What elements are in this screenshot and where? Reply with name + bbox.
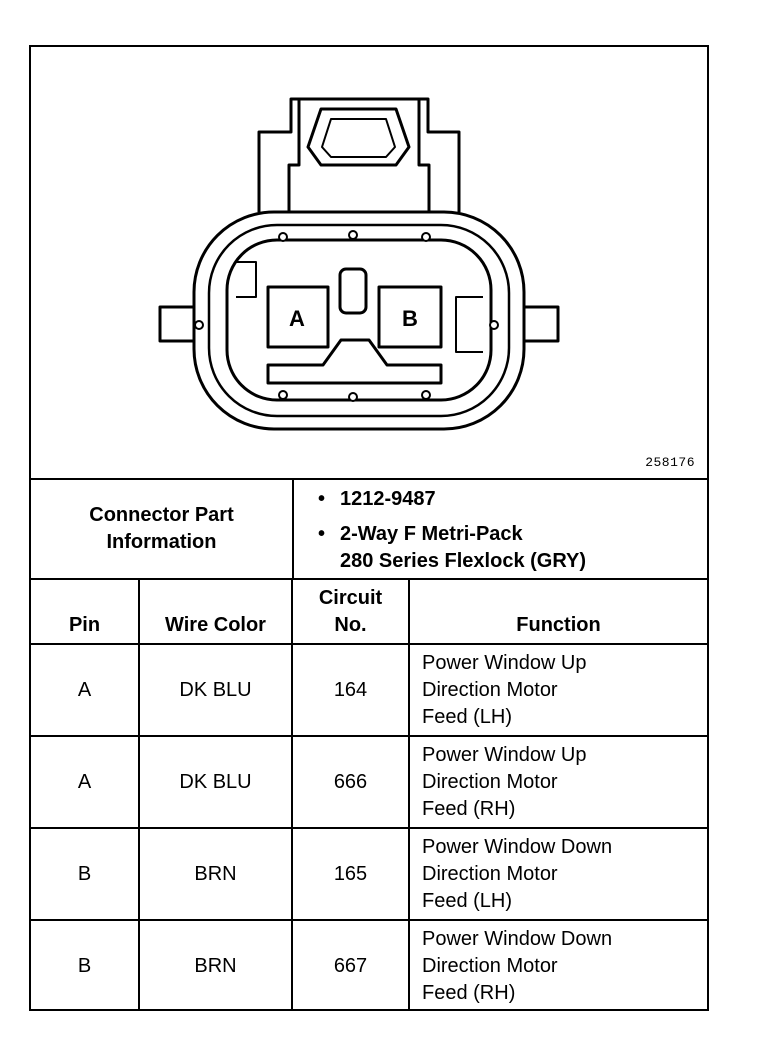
circuit-cell: 667 — [291, 919, 410, 1011]
bullet-icon: • — [318, 523, 326, 545]
function-line: Direction Motor — [422, 862, 558, 885]
part-number: 1212-9487 — [340, 488, 436, 510]
table-row: A DK BLU 666 Power Window Up Direction M… — [31, 735, 707, 829]
latch-right-wall — [417, 99, 431, 212]
circuit-cell: 666 — [291, 735, 410, 829]
function-line: Feed (RH) — [422, 797, 516, 820]
pin-a-label: A — [289, 306, 305, 331]
function-line: Power Window Down — [422, 835, 613, 858]
pin-b-label: B — [402, 306, 418, 331]
circuit-cell: 164 — [291, 643, 410, 737]
latch-tab — [306, 107, 411, 167]
function-line: Direction Motor — [422, 954, 558, 977]
right-guide — [455, 296, 483, 353]
header-function: Function — [408, 580, 707, 645]
function-cell: Power Window Down Direction Motor Feed (… — [408, 827, 707, 921]
wire-color-cell: BRN — [138, 827, 293, 921]
table-row: B BRN 667 Power Window Down Direction Mo… — [31, 919, 707, 1011]
connector-inner-shell — [207, 223, 511, 418]
pin-cell: B — [31, 827, 140, 921]
left-guide — [236, 261, 257, 298]
connector-face-drawing: A B — [158, 97, 560, 431]
pin-cell: B — [31, 919, 140, 1011]
figure-id: 258176 — [645, 455, 695, 470]
header-circuit: Circuit No. — [291, 580, 410, 645]
function-line: Feed (RH) — [422, 981, 516, 1004]
header-circuit-line: No. — [334, 614, 367, 636]
pinout-table: Pin Wire Color Circuit No. Function A DK… — [31, 580, 707, 1011]
function-line: Feed (LH) — [422, 705, 513, 728]
function-cell: Power Window Up Direction Motor Feed (LH… — [408, 643, 707, 737]
pin-cell: A — [31, 735, 140, 829]
bullet-icon: • — [318, 488, 326, 510]
function-line: Feed (LH) — [422, 889, 513, 912]
latch-left-wall — [287, 99, 301, 212]
connector-diagram-panel: A B 258176 — [31, 47, 707, 480]
circuit-cell: 165 — [291, 827, 410, 921]
connector-info-label: Connector Part Information — [31, 480, 294, 578]
function-line: Power Window Up — [422, 743, 587, 766]
function-line: Direction Motor — [422, 678, 558, 701]
function-cell: Power Window Up Direction Motor Feed (RH… — [408, 735, 707, 829]
lower-rib — [266, 338, 443, 385]
cavity-b — [377, 285, 443, 349]
connector-info-row: Connector Part Information • 1212-9487 •… — [31, 480, 707, 580]
connector-cavity-wall — [225, 238, 493, 402]
center-key — [338, 267, 368, 315]
connector-sheet: A B 258176 Connector Part Information • … — [29, 45, 709, 1011]
latch-housing-outline — [257, 97, 461, 212]
connector-series: 280 Series Flexlock (GRY) — [340, 550, 587, 572]
retention-holes — [194, 230, 499, 402]
function-line: Power Window Down — [422, 927, 613, 950]
header-pin: Pin — [31, 580, 140, 645]
connector-outer-shell — [192, 210, 526, 431]
latch-tab-inner — [321, 118, 396, 158]
cavity-a — [266, 285, 330, 349]
header-circuit-line: Circuit — [318, 587, 383, 609]
pin-cell: A — [31, 643, 140, 737]
info-label-line: Connector Part — [89, 504, 234, 526]
right-ear — [522, 305, 560, 343]
table-header-row: Pin Wire Color Circuit No. Function — [31, 580, 707, 645]
wire-color-cell: BRN — [138, 919, 293, 1011]
info-label-line: Information — [106, 531, 217, 553]
wire-color-cell: DK BLU — [138, 735, 293, 829]
left-ear — [158, 305, 196, 343]
table-row: A DK BLU 164 Power Window Up Direction M… — [31, 643, 707, 737]
connector-type: 2-Way F Metri-Pack — [340, 523, 523, 545]
wire-color-cell: DK BLU — [138, 643, 293, 737]
table-row: B BRN 165 Power Window Down Direction Mo… — [31, 827, 707, 921]
header-wire-color: Wire Color — [138, 580, 293, 645]
function-cell: Power Window Down Direction Motor Feed (… — [408, 919, 707, 1011]
function-line: Direction Motor — [422, 770, 558, 793]
function-line: Power Window Up — [422, 651, 587, 674]
connector-info-list: • 1212-9487 • 2-Way F Metri-Pack 280 Ser… — [294, 480, 707, 578]
